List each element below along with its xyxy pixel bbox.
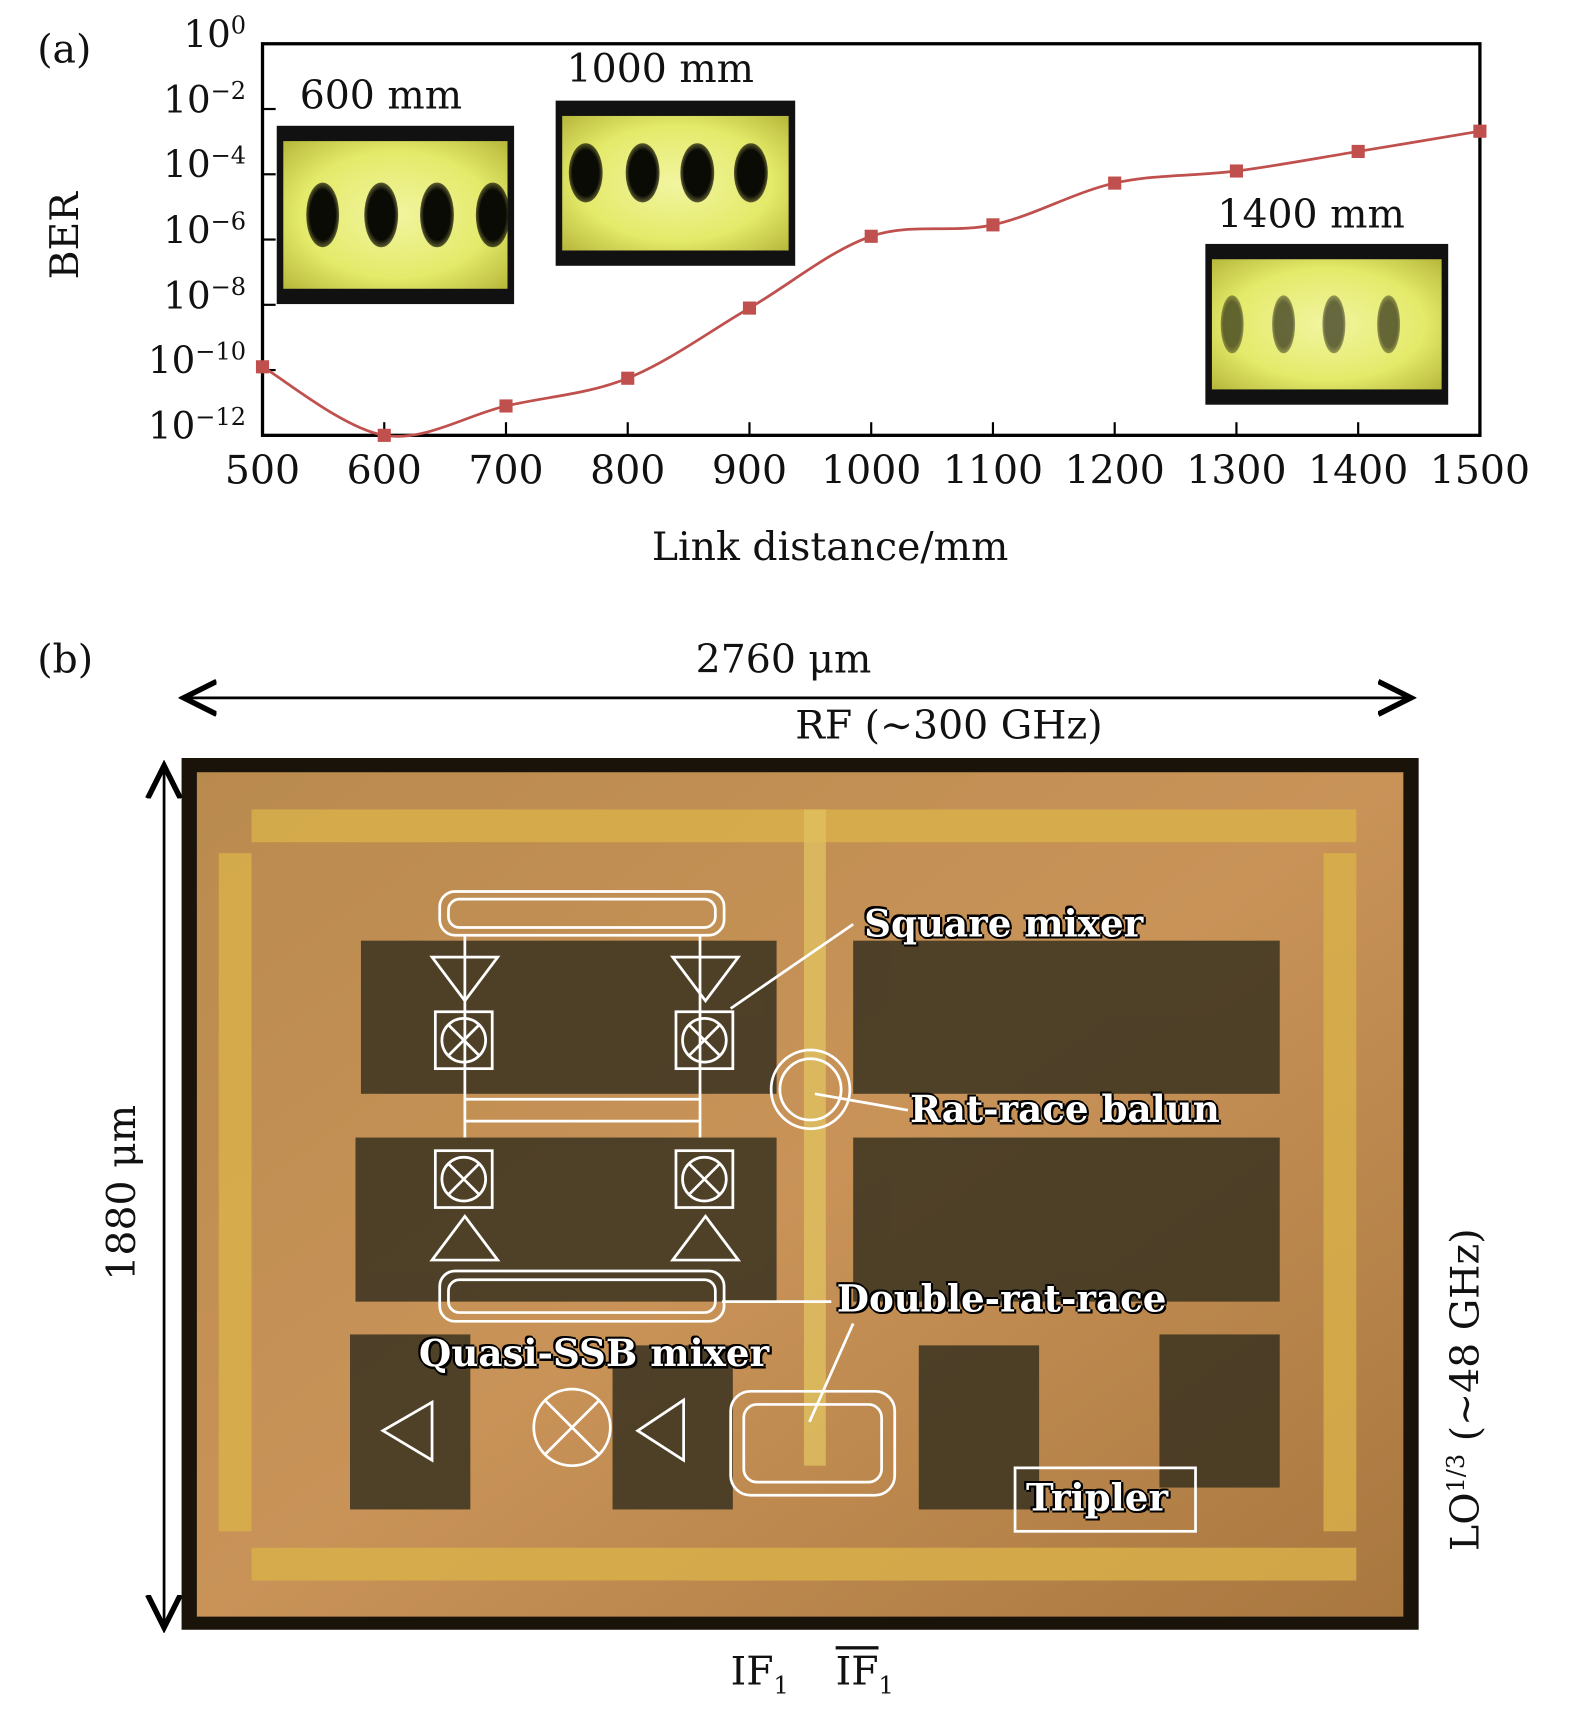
panel-b-label: (b) [37, 637, 94, 683]
plot-area [255, 42, 1487, 442]
y-tick-exponent: −6 [210, 208, 247, 236]
x-tick-label: 1400 [1308, 448, 1409, 494]
ber-data-point [377, 428, 391, 442]
if1bar-text: IF [835, 1649, 879, 1695]
ber-series-line [261, 129, 1481, 438]
x-tick-label: 500 [224, 448, 301, 494]
eye-diagram-1000mm [555, 100, 796, 266]
annotation-square-mixer: Square mixer [864, 902, 1144, 947]
y-tick-label: 10−6 [115, 209, 246, 253]
annotation-double-rat-race: Double-rat-race [836, 1277, 1167, 1322]
x-tick-label: 1500 [1429, 448, 1531, 494]
y-tick-base: 10 [163, 274, 211, 318]
eye-diagram-1400mm [1205, 243, 1449, 405]
y-tick-label: 10−2 [115, 78, 246, 122]
x-tick-label: 900 [711, 448, 788, 494]
y-tick-base: 10 [147, 339, 196, 384]
y-tick-exponent: −10 [195, 339, 247, 367]
y-tick-label: 10−10 [115, 339, 246, 383]
if1bar-sub: 1 [878, 1672, 894, 1700]
ber-data-point [255, 360, 270, 374]
ber-data-point [1473, 124, 1487, 138]
y-tick-base: 10 [163, 78, 211, 123]
y-tick-exponent: −8 [210, 273, 247, 302]
x-tick-label: 700 [468, 448, 544, 494]
y-tick-label: 100 [115, 13, 246, 57]
y-tick-exponent: −2 [210, 78, 247, 106]
inset-label-1400mm: 1400 mm [1217, 192, 1405, 238]
y-tick-base: 10 [163, 143, 211, 188]
panel-a-label: (a) [37, 27, 92, 73]
ber-data-point [1229, 164, 1243, 178]
x-tick-label: 1300 [1186, 448, 1287, 494]
x-tick-label: 1000 [821, 448, 922, 494]
eye-diagram-600mm [276, 125, 515, 305]
y-tick-label: 10−8 [115, 274, 246, 318]
x-tick-label: 1200 [1064, 448, 1165, 494]
x-tick-label: 600 [346, 448, 422, 494]
ber-data-point [742, 301, 757, 315]
if1-text: IF [730, 1649, 774, 1695]
x-tick-label: 1100 [942, 448, 1044, 494]
chip-width-label: 2760 μm [695, 637, 872, 683]
ber-data-point [621, 371, 635, 385]
y-tick-label: 10−4 [115, 144, 246, 188]
if1-sub: 1 [773, 1672, 789, 1700]
ber-data-point [1351, 144, 1365, 158]
y-tick-base: 10 [147, 404, 196, 449]
chip-diagram [0, 656, 1419, 1651]
y-tick-exponent: 0 [230, 12, 247, 41]
y-tick-base: 10 [183, 13, 231, 57]
x-tick-label: 800 [590, 448, 666, 494]
inset-label-600mm: 600 mm [299, 73, 463, 119]
ber-data-point [864, 229, 878, 243]
y-tick-exponent: −12 [195, 404, 247, 432]
y-tick-exponent: −4 [210, 143, 247, 171]
y-tick-label: 10−12 [115, 405, 246, 449]
annotation-tripler: Tripler [1025, 1476, 1169, 1521]
circuit-overlay [380, 890, 1197, 1533]
annotation-quasi-ssb-mixer: Quasi-SSB mixer [418, 1332, 770, 1377]
ber-data-point [986, 218, 1000, 232]
x-axis-title: Link distance/mm [651, 525, 1009, 570]
ber-data-point [499, 399, 513, 413]
ber-data-point [1108, 176, 1122, 190]
chip-photo [181, 758, 1419, 1630]
y-tick-base: 10 [163, 208, 211, 253]
annotation-rat-race-balun: Rat-race balun [910, 1088, 1220, 1133]
if1-label: IF1 [731, 1649, 789, 1700]
if1-bar-label: IF1 [836, 1649, 894, 1700]
inset-label-1000mm: 1000 mm [566, 47, 755, 92]
